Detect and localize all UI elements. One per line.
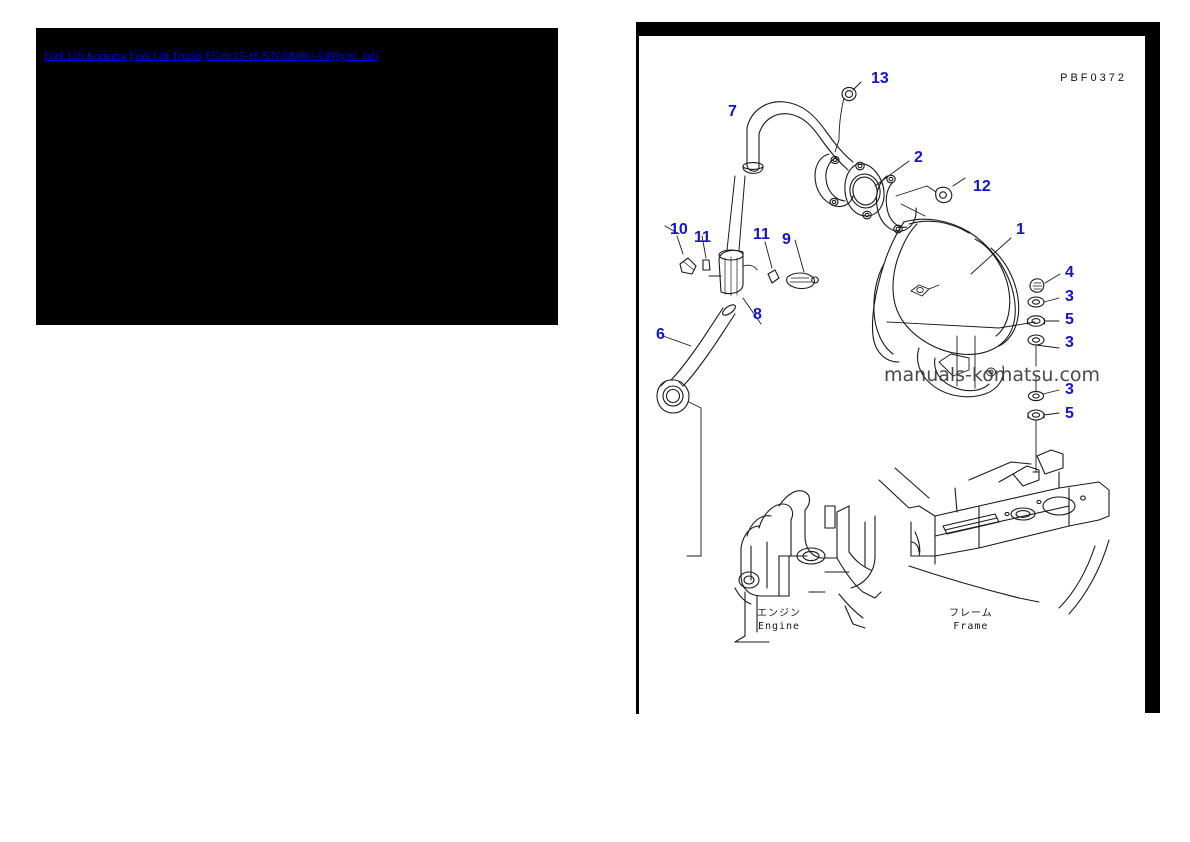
callout-11-right: 11 [753,226,770,243]
label-engine-jp: エンジン [757,608,801,619]
breadcrumb-item-3[interactable]: FG10/15-16 S/N 600001-UP(fg10_1el) [205,50,379,62]
page-border-left [636,22,639,714]
label-frame-jp: フレーム [949,608,993,619]
diagram-sheet: PBF0372 [639,36,1145,714]
callout-12: 12 [973,178,991,195]
callout-7: 7 [728,103,737,120]
callout-2: 2 [914,149,923,166]
callout-1: 1 [1016,221,1025,238]
breadcrumb-item-1[interactable]: Fork Lift Komatsu [44,50,127,62]
breadcrumb: Fork Lift Komatsu Fork Lift Trucks FG10/… [44,50,379,62]
callout-3-lower: 3 [1065,381,1074,398]
label-engine-en: Engine [757,621,801,632]
callout-13: 13 [871,70,889,87]
document-viewer-panel: Fork Lift Komatsu Fork Lift Trucks FG10/… [36,28,558,325]
callout-4: 4 [1065,264,1074,281]
callout-9: 9 [782,231,791,248]
callout-5-lower: 5 [1065,405,1074,422]
exhaust-muffler-assembly-drawing [656,81,1110,643]
label-frame-en: Frame [953,621,989,632]
callout-10: 10 [670,221,688,238]
label-frame: フレーム Frame [949,607,993,633]
callout-3-mid: 3 [1065,334,1074,351]
watermark: manuals-komatsu.com [884,364,1101,386]
page-border-right [1145,22,1160,713]
label-engine: エンジン Engine [757,607,801,633]
part-code-label: PBF0372 [1060,72,1127,84]
page-border-top [636,22,1160,36]
callout-5-upper: 5 [1065,311,1074,328]
parts-diagram-panel: PBF0372 [636,22,1160,714]
callout-3-upper: 3 [1065,288,1074,305]
callout-6: 6 [656,326,665,343]
breadcrumb-item-2[interactable]: Fork Lift Trucks [129,50,203,62]
callout-8: 8 [753,306,762,323]
callout-11-left: 11 [694,229,711,246]
